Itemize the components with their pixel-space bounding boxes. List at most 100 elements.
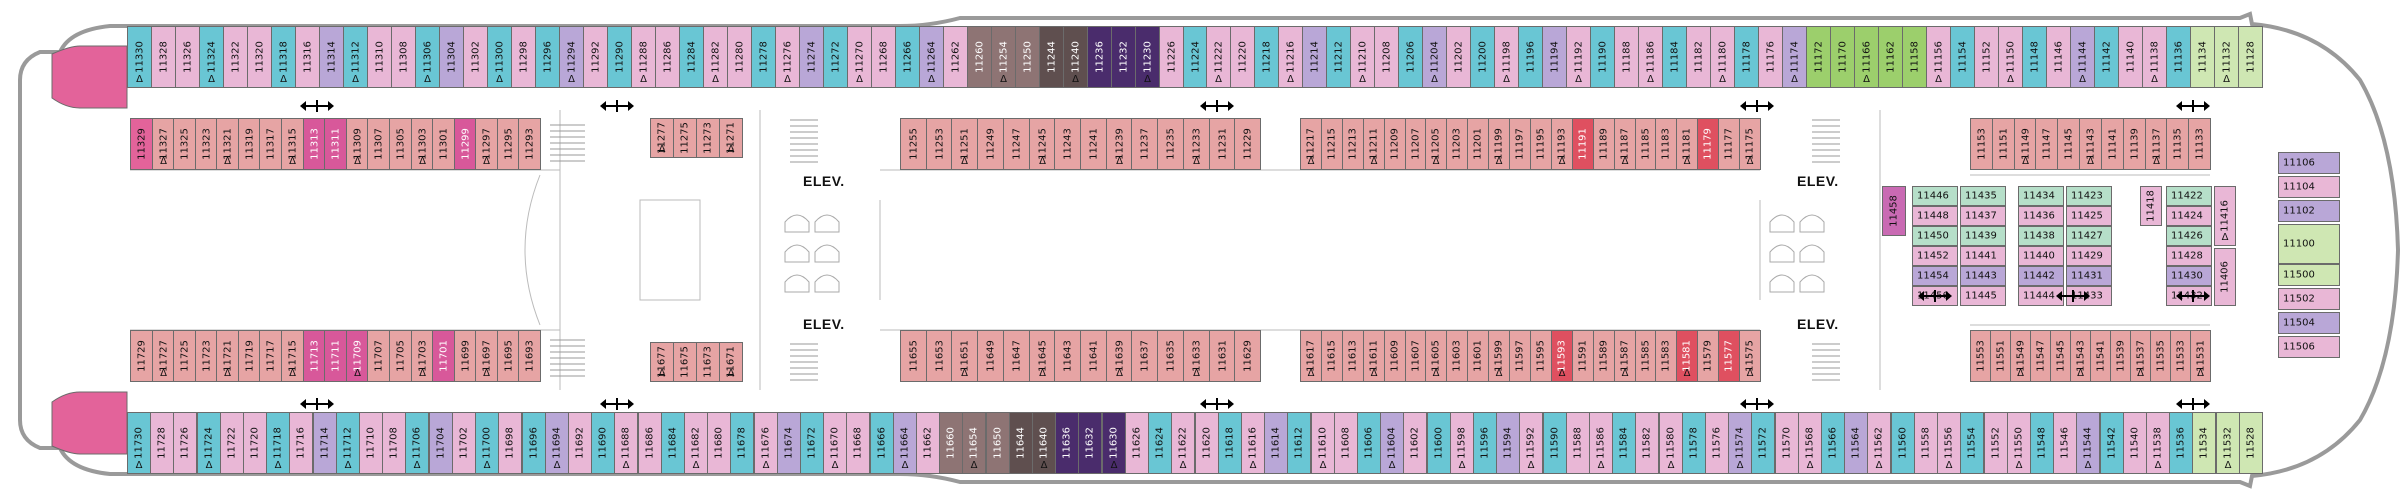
cabin-11323[interactable]: 11323 bbox=[195, 118, 218, 170]
cabin-11314[interactable]: 11314 bbox=[319, 26, 344, 88]
cabin-11591[interactable]: 11591 bbox=[1572, 330, 1594, 382]
cabin-11675[interactable]: 11675 bbox=[673, 342, 697, 382]
cabin-11553[interactable]: 11553 bbox=[1970, 330, 1991, 382]
cabin-11636[interactable]: 11636 bbox=[1055, 412, 1079, 474]
cabin-11302[interactable]: 11302 bbox=[463, 26, 488, 88]
cabin-11536[interactable]: 11536 bbox=[2169, 412, 2193, 474]
cabin-11662[interactable]: 11662 bbox=[916, 412, 940, 474]
cabin-11284[interactable]: 11284 bbox=[679, 26, 704, 88]
cabin-11439[interactable]: 11439 bbox=[1960, 226, 2006, 246]
cabin-11714[interactable]: 11714 bbox=[313, 412, 337, 474]
cabin-11723[interactable]: 11723 bbox=[195, 330, 218, 382]
cabin-11589[interactable]: 11589 bbox=[1593, 330, 1615, 382]
cabin-11566[interactable]: 11566 bbox=[1821, 412, 1845, 474]
cabin-11194[interactable]: 11194 bbox=[1542, 26, 1567, 88]
cabin-11606[interactable]: 11606 bbox=[1357, 412, 1381, 474]
cabin-11249[interactable]: 11249 bbox=[977, 118, 1004, 170]
cabin-11690[interactable]: 11690 bbox=[591, 412, 615, 474]
cabin-11292[interactable]: 11292 bbox=[583, 26, 608, 88]
cabin-11153[interactable]: 11153 bbox=[1970, 118, 1993, 170]
cabin-11275[interactable]: 11275 bbox=[673, 118, 697, 158]
cabin-11140[interactable]: 11140 bbox=[2118, 26, 2143, 88]
cabin-11435[interactable]: 11435 bbox=[1960, 186, 2006, 206]
cabin-11576[interactable]: 11576 bbox=[1705, 412, 1729, 474]
cabin-11541[interactable]: 11541 bbox=[2090, 330, 2111, 382]
cabin-11208[interactable]: 11208 bbox=[1374, 26, 1399, 88]
cabin-11237[interactable]: 11237 bbox=[1131, 118, 1158, 170]
cabin-11286[interactable]: 11286 bbox=[655, 26, 680, 88]
cabin-11692[interactable]: 11692 bbox=[568, 412, 592, 474]
cabin-11686[interactable]: 11686 bbox=[638, 412, 662, 474]
cabin-11578[interactable]: 11578 bbox=[1682, 412, 1706, 474]
cabin-11272[interactable]: 11272 bbox=[823, 26, 848, 88]
cabin-11278[interactable]: 11278 bbox=[751, 26, 776, 88]
cabin-11602[interactable]: 11602 bbox=[1403, 412, 1427, 474]
cabin-11195[interactable]: 11195 bbox=[1530, 118, 1552, 170]
cabin-11250[interactable]: 11250 bbox=[1015, 26, 1040, 88]
cabin-11601[interactable]: 11601 bbox=[1467, 330, 1489, 382]
cabin-11666[interactable]: 11666 bbox=[870, 412, 894, 474]
cabin-11698[interactable]: 11698 bbox=[498, 412, 522, 474]
cabin-11424[interactable]: 11424 bbox=[2166, 206, 2212, 226]
cabin-11680[interactable]: 11680 bbox=[707, 412, 731, 474]
cabin-11231[interactable]: 11231 bbox=[1209, 118, 1236, 170]
cabin-11644[interactable]: 11644 bbox=[1009, 412, 1033, 474]
cabin-11431[interactable]: 11431 bbox=[2066, 266, 2112, 286]
cabin-11428[interactable]: 11428 bbox=[2166, 246, 2212, 266]
cabin-11313[interactable]: 11313 bbox=[303, 118, 326, 170]
cabin-11266[interactable]: 11266 bbox=[895, 26, 920, 88]
cabin-11570[interactable]: 11570 bbox=[1775, 412, 1799, 474]
cabin-11660[interactable]: 11660 bbox=[939, 412, 963, 474]
cabin-11329[interactable]: 11329 bbox=[130, 118, 153, 170]
cabin-11693[interactable]: 11693 bbox=[518, 330, 541, 382]
cabin-11678[interactable]: 11678 bbox=[730, 412, 754, 474]
cabin-11147[interactable]: 11147 bbox=[2035, 118, 2058, 170]
cabin-11547[interactable]: 11547 bbox=[2030, 330, 2051, 382]
cabin-11202[interactable]: 11202 bbox=[1446, 26, 1471, 88]
cabin-11583[interactable]: 11583 bbox=[1655, 330, 1677, 382]
cabin-11425[interactable]: 11425 bbox=[2066, 206, 2112, 226]
cabin-11440[interactable]: 11440 bbox=[2018, 246, 2064, 266]
cabin-11255[interactable]: 11255 bbox=[900, 118, 927, 170]
cabin-11635[interactable]: 11635 bbox=[1157, 330, 1184, 382]
cabin-11298[interactable]: 11298 bbox=[511, 26, 536, 88]
cabin-11446[interactable]: 11446 bbox=[1912, 186, 1958, 206]
cabin-11579[interactable]: 11579 bbox=[1697, 330, 1719, 382]
cabin-11299[interactable]: 11299 bbox=[454, 118, 477, 170]
cabin-11577[interactable]: 11577 bbox=[1718, 330, 1740, 382]
cabin-11629[interactable]: 11629 bbox=[1234, 330, 1261, 382]
cabin-11188[interactable]: 11188 bbox=[1614, 26, 1639, 88]
cabin-11235[interactable]: 11235 bbox=[1157, 118, 1184, 170]
cabin-11597[interactable]: 11597 bbox=[1509, 330, 1531, 382]
cabin-11268[interactable]: 11268 bbox=[871, 26, 896, 88]
stern-suite-bottom[interactable] bbox=[51, 391, 128, 455]
cabin-11637[interactable]: 11637 bbox=[1131, 330, 1158, 382]
